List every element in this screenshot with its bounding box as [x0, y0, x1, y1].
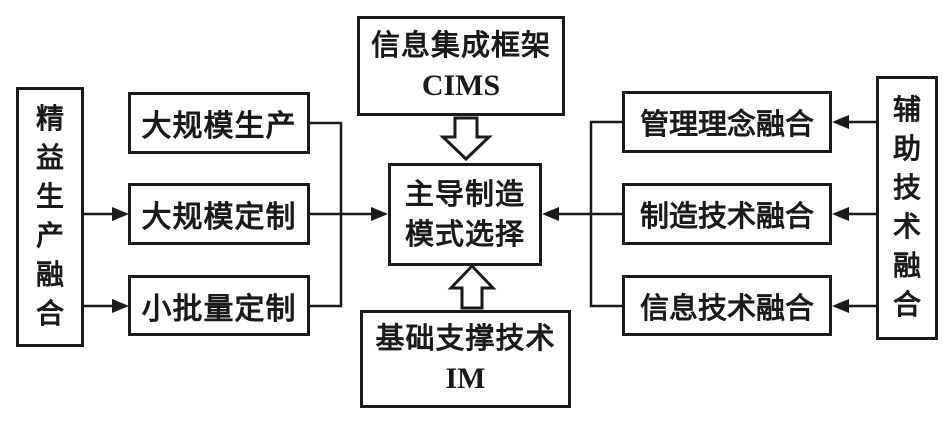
manufacturing-technology-fusion-box: 制造技术融合 [622, 183, 832, 245]
down-block-arrow-icon [439, 116, 493, 162]
lean-production-fusion-panel: 精益生产融合 [16, 87, 84, 347]
small-batch-customization-label: 小批量定制 [141, 292, 297, 326]
dominant-manufacturing-label: 主导制造 [404, 178, 525, 211]
basic-support-technology-label: 基础支撑技术 [375, 323, 556, 355]
management-concept-fusion-box: 管理理念融合 [622, 91, 832, 153]
basic-support-technology-box: 基础支撑技术 IM [360, 310, 571, 408]
mass-customization-label: 大规模定制 [141, 201, 297, 234]
cims-label: CIMS [421, 69, 501, 102]
small-batch-customization-box: 小批量定制 [128, 275, 310, 336]
information-integration-framework-box: 信息集成框架 CIMS [357, 16, 565, 116]
information-technology-fusion-label: 信息技术融合 [639, 292, 814, 325]
right-panel-arrowheads [832, 115, 849, 313]
mass-production-box: 大规模生产 [128, 92, 310, 154]
up-block-arrow-icon [447, 263, 497, 310]
mode-selection-label: 模式选择 [404, 218, 525, 251]
information-integration-framework-label: 信息集成框架 [370, 30, 551, 62]
left-bus-arrowhead [371, 207, 388, 221]
lean-production-fusion-label: 精益生产融合 [36, 104, 65, 330]
manufacturing-technology-fusion-label: 制造技术融合 [639, 201, 814, 233]
dominant-manufacturing-mode-selection-box: 主导制造 模式选择 [388, 163, 542, 266]
auxiliary-technology-fusion-label: 辅助技术融合 [893, 95, 922, 321]
mass-customization-box: 大规模定制 [128, 183, 310, 245]
im-label: IM [445, 362, 486, 395]
right-bus-connector [558, 120, 622, 308]
management-concept-fusion-label: 管理理念融合 [639, 109, 814, 141]
mass-production-label: 大规模生产 [141, 110, 297, 143]
left-bus-connector [310, 121, 372, 308]
left-panel-arrows [84, 212, 114, 308]
auxiliary-technology-fusion-panel: 辅助技术融合 [876, 76, 938, 340]
left-panel-arrowheads [112, 207, 129, 313]
right-bus-arrowhead [542, 207, 559, 221]
information-technology-fusion-box: 信息技术融合 [622, 275, 832, 336]
right-panel-arrows [848, 120, 876, 308]
